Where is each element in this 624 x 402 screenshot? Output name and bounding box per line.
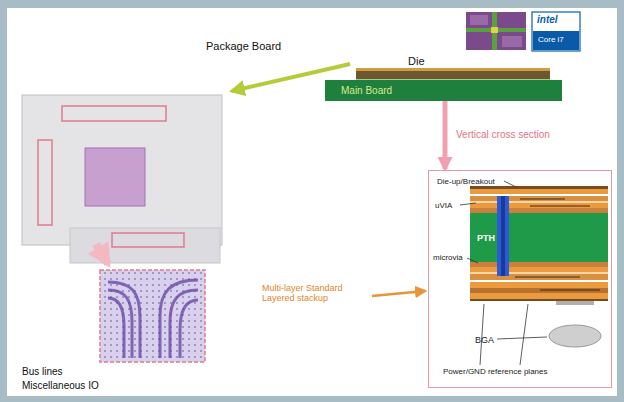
caption-label: Bus lines bbox=[22, 366, 63, 378]
bus-trace bbox=[170, 290, 198, 358]
white-panel bbox=[7, 8, 617, 396]
plated-through-hole-core bbox=[501, 196, 505, 276]
die-photo-block bbox=[502, 36, 522, 47]
die-bar: Die bbox=[356, 68, 550, 79]
layer bbox=[470, 194, 608, 196]
part-label: Package Board bbox=[206, 40, 281, 53]
die-photo-band bbox=[492, 12, 497, 50]
bus-trace bbox=[160, 280, 198, 358]
die-photo-band bbox=[466, 28, 526, 32]
edge-label: Vertical cross section bbox=[454, 129, 552, 141]
layer bbox=[470, 208, 608, 213]
layer bbox=[470, 189, 608, 194]
part-label: Die bbox=[408, 55, 425, 68]
die-area bbox=[85, 148, 145, 206]
part-label: Main Board bbox=[341, 85, 392, 97]
layer bbox=[470, 288, 608, 293]
layer bbox=[470, 280, 608, 282]
bus-trace bbox=[108, 282, 140, 358]
trace bbox=[520, 198, 565, 199]
package-layout-lower bbox=[70, 228, 220, 263]
leader-line bbox=[504, 181, 516, 187]
layer bbox=[470, 282, 608, 288]
cross-section-box: Die-up/Breakout uVIA PTH microviaBGA Power/G… bbox=[428, 170, 612, 388]
logo-frame bbox=[532, 12, 580, 51]
region-outline bbox=[62, 106, 166, 121]
logo-band bbox=[533, 31, 579, 50]
core-layer bbox=[470, 213, 608, 262]
leader-line bbox=[497, 337, 547, 339]
package-layout bbox=[22, 95, 222, 245]
logo-text: intel bbox=[537, 14, 558, 26]
layer bbox=[470, 203, 608, 208]
via-grid bbox=[100, 270, 205, 362]
trace bbox=[530, 205, 590, 206]
zoom-arrow bbox=[96, 244, 108, 264]
trace bbox=[515, 276, 580, 277]
layer bbox=[470, 272, 608, 274]
layer-label: microvia bbox=[433, 253, 463, 262]
layer bbox=[470, 299, 608, 301]
layer bbox=[470, 262, 608, 267]
die-photo-block bbox=[470, 15, 488, 25]
connector-arrow bbox=[443, 101, 448, 169]
layer-label: uVIA bbox=[435, 201, 452, 210]
trace bbox=[540, 289, 600, 290]
die-photo-center bbox=[491, 27, 498, 33]
layer bbox=[470, 201, 608, 203]
layer-label: BGA bbox=[475, 335, 494, 345]
layer-label: PTH bbox=[477, 233, 495, 243]
logo-text: Core i7 bbox=[538, 35, 564, 44]
die-photo bbox=[466, 12, 526, 50]
bus-trace bbox=[180, 300, 198, 358]
bus-trace bbox=[108, 298, 124, 358]
leader-line bbox=[467, 258, 478, 263]
leader-line bbox=[520, 304, 528, 365]
layer bbox=[470, 274, 608, 280]
zoom-inset bbox=[100, 270, 205, 362]
region-outline bbox=[38, 140, 52, 225]
solder-ball bbox=[549, 325, 601, 347]
zoom-outline bbox=[100, 270, 205, 362]
layer bbox=[470, 186, 608, 189]
bus-trace bbox=[108, 290, 132, 358]
region-outline bbox=[112, 233, 184, 247]
ball-pad bbox=[556, 301, 594, 305]
leader-line bbox=[460, 203, 476, 205]
annotation: Multi-layer Standard Layered stackup bbox=[262, 283, 368, 304]
leader-line bbox=[480, 304, 484, 365]
board-bar: Main Board bbox=[325, 80, 562, 101]
layer bbox=[470, 196, 608, 201]
layer bbox=[470, 293, 608, 299]
layer-label: Power/GND reference planes bbox=[443, 367, 548, 376]
layer bbox=[470, 267, 608, 272]
pointer-arrow bbox=[372, 291, 425, 296]
layer-label: Die-up/Breakout bbox=[437, 177, 495, 186]
plated-through-hole bbox=[497, 196, 509, 276]
caption-label: Miscellaneous IO bbox=[22, 380, 99, 392]
